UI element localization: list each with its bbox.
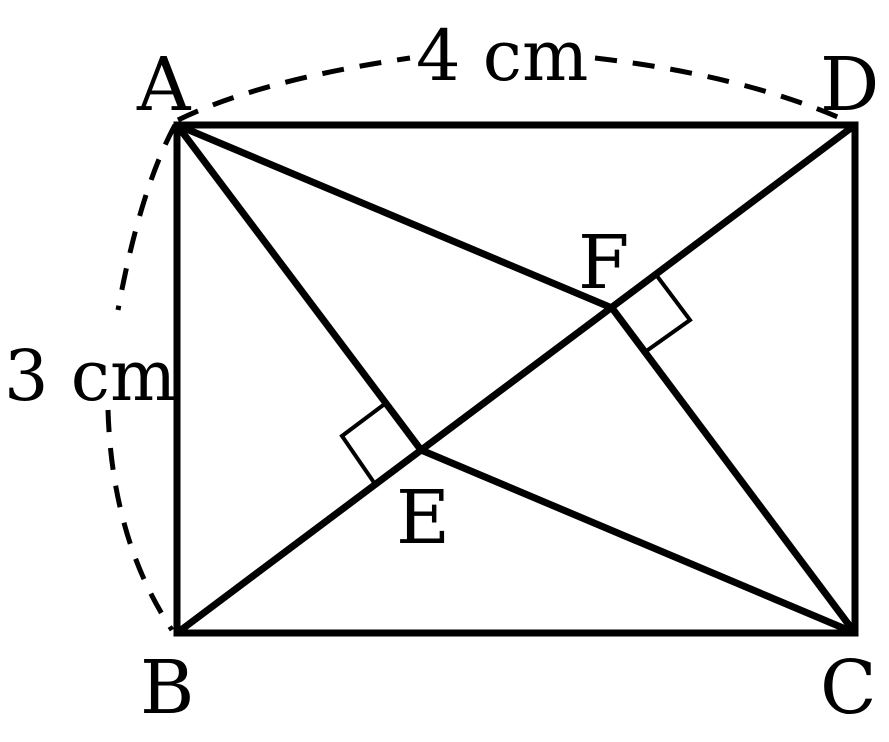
segment-ec — [419, 446, 857, 637]
segment-af — [175, 121, 614, 312]
segment-fc — [609, 305, 858, 636]
diagonal-bd — [174, 122, 858, 636]
point-label-e: E — [396, 475, 450, 561]
point-label-f: F — [578, 220, 629, 306]
length-label-left: 3 cm — [4, 335, 176, 417]
segment-ae — [174, 122, 424, 453]
point-label-c: C — [820, 645, 877, 731]
right-angle-mark-f — [643, 274, 693, 354]
left-dimension-arc — [115, 123, 178, 311]
right-angle-mark-e — [339, 401, 388, 486]
point-label-b: B — [140, 645, 194, 731]
rectangle-abcd — [173, 121, 859, 637]
left-dimension-arc-bottom — [105, 409, 175, 632]
point-label-a: A — [136, 42, 192, 128]
top-dimension-arc — [176, 55, 411, 123]
top-dimension-arc-right — [594, 55, 841, 121]
point-label-d: D — [820, 42, 879, 128]
length-label-top: 4 cm — [416, 15, 588, 97]
